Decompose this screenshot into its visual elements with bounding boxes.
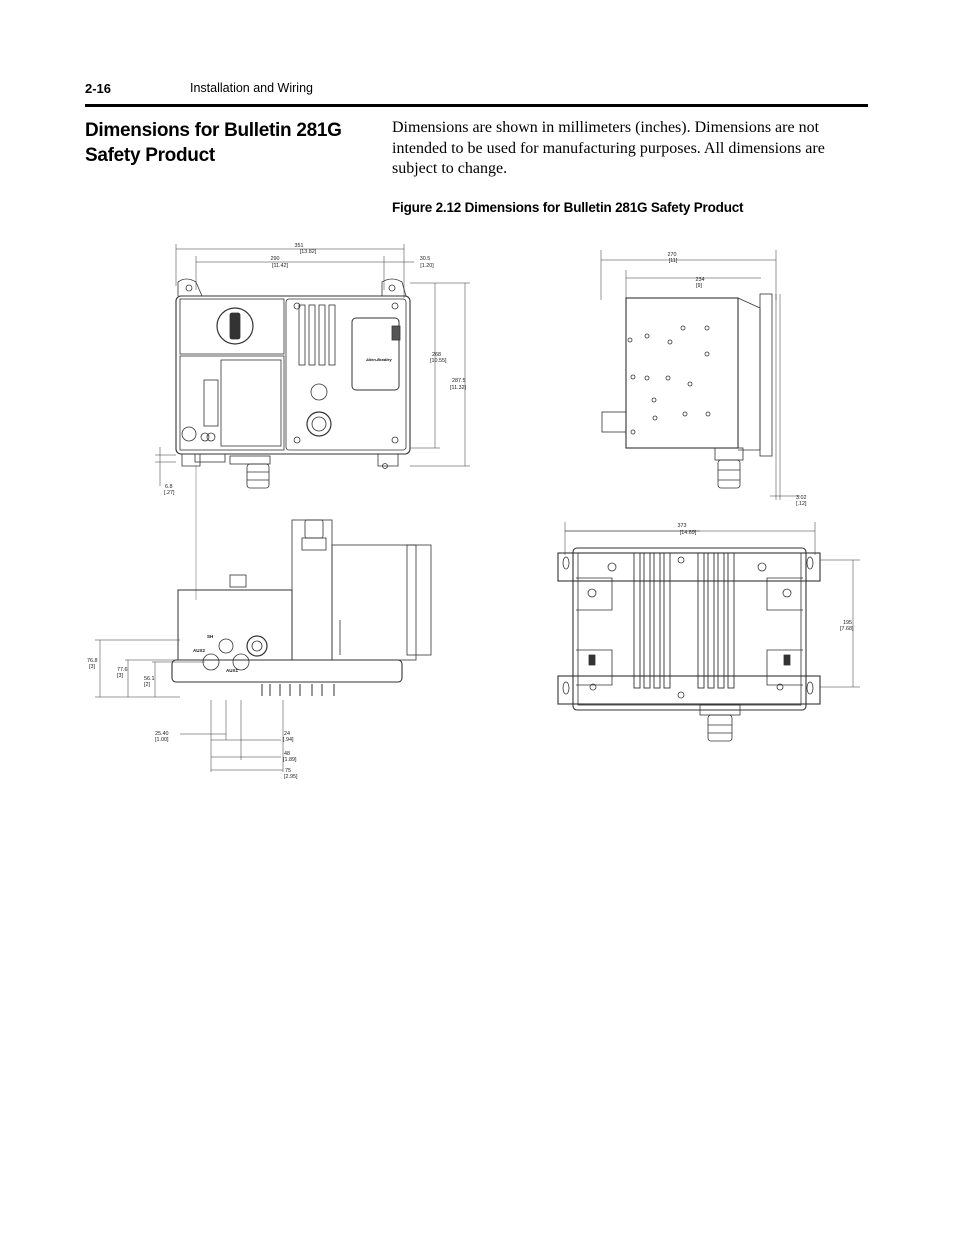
dim-bottom: 6.8 [165, 484, 173, 490]
dim-height: 268 [432, 352, 441, 358]
back-view-labels: 373 [14.69] 195 [7.68] [678, 523, 854, 632]
dim-depth-in: [11] [669, 258, 678, 264]
dim-77: 77.6 [117, 667, 128, 673]
bottom-view [95, 519, 432, 772]
dim-77-in: [3] [117, 673, 123, 679]
dim-depth: 270 [668, 252, 677, 258]
dim-mount-width: 290 [271, 256, 280, 262]
dim-flange: 3.02 [796, 495, 807, 501]
dim-back-width-in: [14.69] [680, 530, 697, 536]
brand-label: Allen-Bradley [365, 357, 393, 362]
dim-back-width: 373 [678, 523, 687, 529]
dim-offset: 30.5 [420, 256, 431, 262]
dim-body-in: [9] [696, 283, 702, 289]
dim-76: 76.8 [87, 658, 98, 664]
running-title: Installation and Wiring [190, 81, 313, 95]
dim-overall-width-in: [13.82] [300, 249, 317, 255]
dim-body: 234 [696, 277, 705, 283]
dim-height-in: [10.55] [430, 358, 447, 364]
dim-back-height: 195 [843, 620, 852, 626]
section-title: Dimensions for Bulletin 281G Safety Prod… [85, 120, 342, 166]
dim-overall-width: 351 [295, 243, 304, 249]
dim-75: 75 [285, 768, 291, 774]
label-sh: SH [207, 634, 213, 639]
dim-25-in: [1.00] [155, 737, 169, 743]
dim-overall-height: 287.5 [452, 378, 466, 384]
front-view-labels: 351 [13.82] 290 [11.42] 30.5 [1.20] 268 … [164, 243, 467, 496]
dim-offset-in: [1.20] [420, 263, 434, 269]
label-aux2: AUX2 [193, 648, 206, 653]
label-aux1: AUX1 [226, 668, 239, 673]
bottom-view-labels: 76.8 [3] 77.6 [3] 56.1 [2] 25.40 [1.00] … [87, 634, 298, 780]
dim-56: 56.1 [144, 676, 155, 682]
side-view [600, 250, 800, 500]
dim-mount-width-in: [11.42] [272, 263, 289, 269]
dim-56-in: [2] [144, 682, 150, 688]
page-number: 2-16 [85, 81, 112, 96]
intro-paragraph: Dimensions are shown in millimeters (inc… [392, 119, 825, 177]
back-view [557, 522, 860, 742]
figure-caption: Figure 2.12 Dimensions for Bulletin 281G… [392, 200, 744, 215]
page-header: 2-16 Installation and Wiring [85, 78, 868, 107]
dim-flange-in: [.12] [796, 501, 807, 507]
dim-76-in: [3] [89, 664, 95, 670]
dim-bottom-in: [.27] [164, 490, 175, 496]
dim-25: 25.40 [155, 731, 169, 737]
dim-48-in: [1.89] [283, 757, 297, 763]
side-view-labels: 270 [11] 234 [9] 3.02 [.12] [668, 252, 807, 507]
dim-75-in: [2.95] [284, 774, 298, 780]
dim-overall-height-in: [11.32] [450, 385, 467, 391]
dim-24: 24 [284, 731, 290, 737]
dim-24-in: [.94] [283, 737, 294, 743]
dim-back-height-in: [7.68] [840, 626, 854, 632]
dim-48: 48 [284, 751, 290, 757]
front-view [155, 244, 470, 600]
